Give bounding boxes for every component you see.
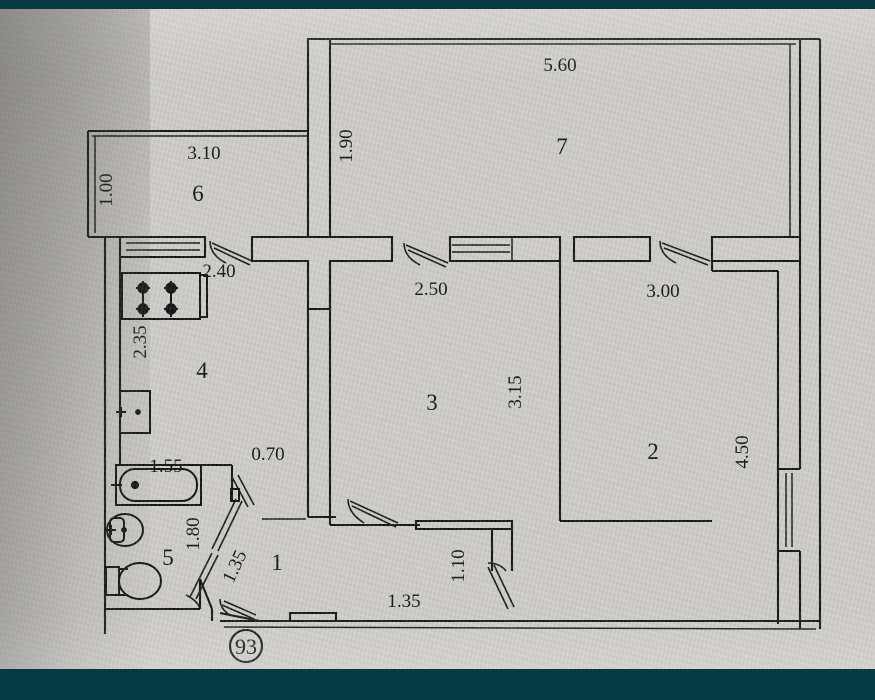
door-entry-main [487, 562, 515, 610]
bathroom-sink-icon [106, 513, 144, 547]
dimension-1-55: 1.55 [149, 456, 182, 477]
dimension-1-35-vertical: 1.35 [218, 547, 251, 586]
floor-plan-paper: 93 1 2 3 4 5 6 7 5.60 3.10 1.00 1.90 2.4… [0, 9, 875, 669]
room-label-4: 4 [196, 358, 208, 383]
dimension-1-90: 1.90 [336, 129, 357, 162]
room-label-6: 6 [192, 181, 204, 206]
floor-plan-drawing: 93 1 2 3 4 5 6 7 5.60 3.10 1.00 1.90 2.4… [86, 37, 822, 664]
dimension-3-10: 3.10 [187, 143, 220, 164]
room-7-walls [308, 37, 822, 629]
door-entry-bottom-left [185, 552, 219, 610]
stove-icon [121, 272, 208, 320]
dimension-0-70: 0.70 [251, 444, 284, 465]
dimension-4-50: 4.50 [732, 435, 753, 468]
door-entry-front [219, 598, 257, 620]
door-bathroom [211, 474, 255, 552]
apartment-number-badge: 93 [228, 628, 264, 664]
room-label-3: 3 [426, 390, 438, 415]
dimension-1-80: 1.80 [183, 517, 204, 550]
kitchen-sink-icon [116, 390, 151, 434]
door-room-3-bottom [347, 498, 399, 528]
room-label-1: 1 [271, 550, 283, 575]
room-5-walls [105, 579, 202, 611]
room-label-7: 7 [556, 134, 568, 159]
door-room-2 [659, 240, 711, 266]
dimension-5-60: 5.60 [543, 55, 576, 76]
room-label-2: 2 [647, 439, 659, 464]
room-3-walls [306, 261, 562, 571]
dimension-3-15: 3.15 [505, 375, 526, 408]
dimension-1-10: 1.10 [448, 549, 469, 582]
room-label-5: 5 [162, 545, 174, 570]
dimension-2-40: 2.40 [202, 261, 235, 282]
dimension-2-50: 2.50 [414, 279, 447, 300]
dimension-2-35: 2.35 [130, 325, 151, 358]
dimension-1-00: 1.00 [96, 173, 117, 206]
bathtub-icon [111, 464, 202, 506]
letterbox-bar-top [0, 0, 875, 9]
door-room-3 [403, 242, 449, 268]
room-2-walls [560, 261, 802, 629]
door-kitchen [209, 240, 253, 266]
wall-between-6-and-7 [306, 37, 332, 239]
toilet-icon [105, 562, 162, 600]
dimension-1-35-horizontal: 1.35 [387, 591, 420, 612]
letterbox-bar-bottom [0, 669, 875, 700]
apartment-number-text: 93 [235, 634, 257, 659]
room-1-walls [103, 578, 820, 634]
dimension-3-00: 3.00 [646, 281, 679, 302]
